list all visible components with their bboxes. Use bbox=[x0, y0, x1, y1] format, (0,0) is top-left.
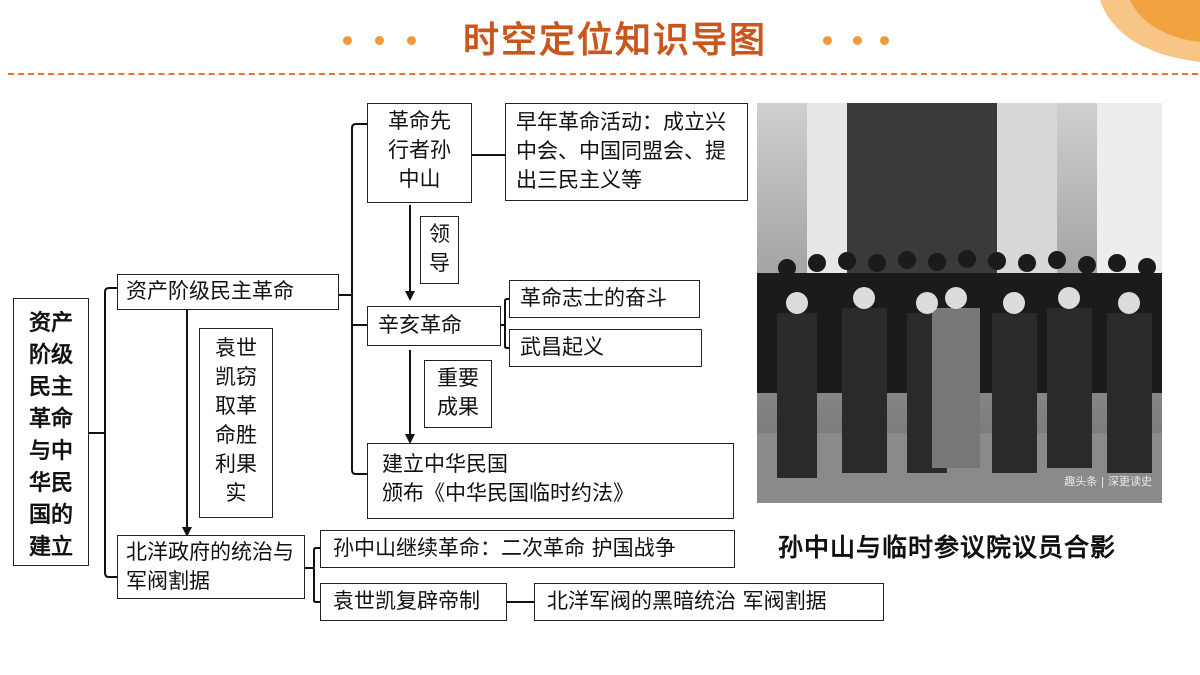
result-label: 重要成果 bbox=[424, 360, 492, 428]
photo-watermark: 趣头条 | 深更读史 bbox=[1064, 475, 1152, 488]
revolution-branch: 资产阶级民主革命 bbox=[117, 274, 339, 310]
photo-illustration bbox=[757, 103, 1162, 503]
title-dot bbox=[343, 36, 352, 45]
title-dot bbox=[823, 36, 832, 45]
lead-label: 领导 bbox=[420, 216, 459, 284]
title-dot bbox=[880, 36, 889, 45]
roc-line-1: 建立中华民国 bbox=[382, 452, 508, 476]
sun-yatsen-node: 革命先行者孙中山 bbox=[367, 103, 472, 203]
sun-early-activities: 早年革命活动：成立兴中会、中国同盟会、提出三民主义等 bbox=[505, 103, 748, 201]
historical-photo: 趣头条 | 深更读史 bbox=[757, 103, 1162, 503]
roc-founding-node: 建立中华民国 颁布《中华民国临时约法》 bbox=[367, 443, 734, 519]
title-divider bbox=[8, 73, 1198, 75]
title-dot bbox=[375, 36, 384, 45]
wuchang-uprising: 武昌起义 bbox=[509, 329, 702, 367]
roc-line-2: 颁布《中华民国临时约法》 bbox=[382, 481, 634, 505]
xinhai-revolution-node: 辛亥革命 bbox=[367, 306, 501, 346]
beiyang-warlord-rule: 北洋军阀的黑暗统治 军阀割据 bbox=[534, 583, 884, 621]
yuan-steals-fruits: 袁世凯窃取革命胜利果实 bbox=[199, 328, 273, 518]
title-bar: 时空定位知识导图 bbox=[0, 0, 1200, 80]
title-dot bbox=[853, 36, 862, 45]
root-node: 资产阶级民主革命与中华民国的建立 bbox=[13, 298, 89, 566]
page-title: 时空定位知识导图 bbox=[462, 20, 767, 61]
photo-caption: 孙中山与临时参议院议员合影 bbox=[778, 533, 1117, 562]
corner-decoration bbox=[1100, 0, 1200, 62]
revolutionaries-struggle: 革命志士的奋斗 bbox=[509, 280, 700, 318]
beiyang-branch: 北洋政府的统治与军阀割据 bbox=[117, 535, 305, 599]
title-dot bbox=[407, 36, 416, 45]
yuan-restores-monarchy: 袁世凯复辟帝制 bbox=[320, 583, 507, 621]
sun-continues-revolution: 孙中山继续革命：二次革命 护国战争 bbox=[320, 530, 735, 568]
